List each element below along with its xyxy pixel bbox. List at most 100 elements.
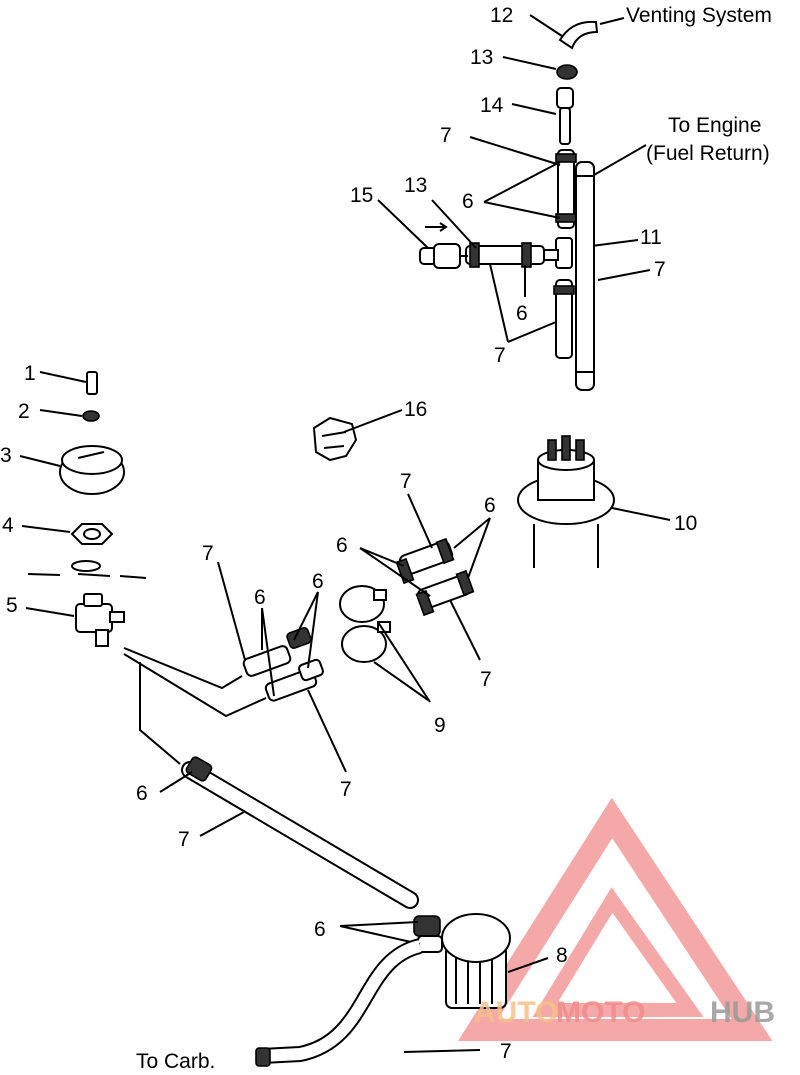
leader-1 bbox=[39, 371, 87, 383]
leader-5 bbox=[25, 607, 75, 617]
clamp-right-b bbox=[435, 537, 455, 565]
upper-assembly bbox=[377, 14, 651, 391]
label-6-upper: 6 bbox=[462, 190, 474, 213]
leader-2 bbox=[39, 409, 83, 417]
clamp-lower-a bbox=[553, 285, 575, 295]
tank-opening bbox=[71, 560, 101, 572]
leader-7-mid-left bbox=[217, 561, 246, 661]
clamp-right-d bbox=[455, 569, 475, 597]
nut-part-4-hole bbox=[83, 528, 101, 540]
watermark-triangle-inner bbox=[532, 887, 704, 1017]
label-7-mid-left: 7 bbox=[202, 542, 214, 565]
label-6-mid-left: 6 bbox=[254, 586, 266, 609]
screw-part-1 bbox=[86, 371, 98, 395]
leader-10 bbox=[611, 507, 671, 521]
label-7-right-bottom: 7 bbox=[480, 668, 492, 691]
annotation-fuel-return: (Fuel Return) bbox=[646, 142, 770, 165]
check-valve-part-14-body bbox=[559, 107, 571, 145]
clamp-horizontal-b bbox=[521, 242, 532, 268]
leader-9-b bbox=[377, 621, 431, 703]
leader-6-mid-right-a bbox=[293, 591, 319, 641]
leader-12 bbox=[529, 14, 563, 37]
label-11: 11 bbox=[640, 226, 662, 249]
leader-7-right bbox=[597, 269, 651, 281]
leader-13-top bbox=[502, 56, 557, 70]
flow-arrow-icon bbox=[425, 222, 448, 232]
label-7-right-upper: 7 bbox=[654, 258, 666, 281]
label-12: 12 bbox=[490, 4, 513, 27]
clip-detail bbox=[321, 431, 347, 449]
watermark-triangle-outer bbox=[458, 797, 773, 1041]
clamp-mid-a bbox=[286, 627, 312, 649]
label-7-bottom: 7 bbox=[500, 1040, 512, 1063]
washer-part-2 bbox=[82, 410, 100, 422]
leader-14 bbox=[511, 103, 557, 115]
hose-upper-vertical bbox=[557, 149, 575, 229]
clip-body bbox=[312, 416, 358, 462]
label-8: 8 bbox=[556, 944, 568, 967]
leader-6-right-b bbox=[359, 547, 431, 597]
lower-assembly bbox=[159, 756, 549, 1067]
label-10: 10 bbox=[674, 512, 697, 535]
clamp-right-c bbox=[415, 589, 435, 617]
leader-7-mid-bottom bbox=[307, 689, 347, 773]
watermark-moto: MOTO bbox=[556, 996, 645, 1029]
label-7-top: 7 bbox=[440, 124, 452, 147]
leader-7-bottom bbox=[403, 1049, 481, 1053]
label-14: 14 bbox=[480, 94, 504, 117]
label-6-mid-upper: 6 bbox=[516, 302, 528, 325]
leader-to-engine bbox=[593, 144, 647, 176]
watermark-auto: AUTO bbox=[474, 996, 558, 1029]
valve-part-5-outlet-a bbox=[109, 611, 125, 623]
leader-7-lower-b bbox=[507, 321, 557, 343]
label-7-right-top: 7 bbox=[400, 470, 412, 493]
check-valve-part-15-body bbox=[433, 243, 461, 269]
leader-6-far-right-b bbox=[467, 517, 491, 579]
leader-venting bbox=[599, 17, 625, 25]
leader-6-far-right-a bbox=[453, 517, 491, 549]
label-7-lower-diagonal: 7 bbox=[178, 828, 190, 851]
leader-9-a bbox=[373, 661, 429, 701]
hose-diagonal-fill bbox=[183, 763, 417, 907]
leader-3 bbox=[19, 455, 61, 467]
inline-filter-part-9-b bbox=[341, 625, 387, 663]
leader-4 bbox=[21, 525, 71, 533]
annotations: Venting System To Engine (Fuel Return) T… bbox=[136, 4, 772, 1073]
sender-terminal-b bbox=[561, 435, 571, 461]
leader-7-right-bottom bbox=[449, 599, 481, 661]
label-4: 4 bbox=[2, 514, 14, 537]
tank-outline-dashed bbox=[27, 573, 147, 579]
leader-13-lower bbox=[431, 199, 477, 249]
clamp-horizontal-a bbox=[469, 242, 480, 268]
annotation-to-carb: To Carb. bbox=[136, 1050, 215, 1073]
label-6-far-right: 6 bbox=[484, 494, 496, 517]
tank-sender-part-10 bbox=[517, 435, 671, 568]
watermark-hub: HUB bbox=[710, 996, 775, 1029]
left-parts bbox=[19, 371, 147, 647]
label-13-lower: 13 bbox=[404, 174, 427, 197]
leader-6-mid-left-b bbox=[261, 607, 275, 697]
leader-6-filter-b bbox=[339, 925, 421, 945]
leader-6-upper-b bbox=[483, 201, 561, 219]
inline-filter-part-9-a-tip bbox=[373, 589, 387, 601]
label-9: 9 bbox=[434, 714, 446, 737]
label-7-lower-upper: 7 bbox=[494, 344, 506, 367]
clamp-filter-b bbox=[417, 935, 443, 953]
elbow-part-12 bbox=[558, 20, 599, 50]
label-5: 5 bbox=[6, 594, 18, 617]
label-6-right: 6 bbox=[336, 534, 348, 557]
cap-part-3-slot bbox=[77, 451, 105, 459]
cap-part-3-top bbox=[61, 445, 123, 475]
valve-part-5-outlet-b bbox=[95, 629, 109, 647]
sender-terminal-a bbox=[547, 439, 557, 461]
clamp-part-13-top bbox=[556, 64, 578, 80]
label-7-mid-bottom: 7 bbox=[340, 778, 352, 801]
hose-to-carb-fill bbox=[261, 940, 422, 1062]
hose-to-carb-end bbox=[255, 1047, 271, 1067]
valve-part-5 bbox=[75, 603, 113, 633]
label-1: 1 bbox=[24, 362, 36, 385]
label-2: 2 bbox=[18, 400, 30, 423]
label-3: 3 bbox=[0, 444, 12, 467]
clamp-upper-a bbox=[555, 153, 577, 163]
